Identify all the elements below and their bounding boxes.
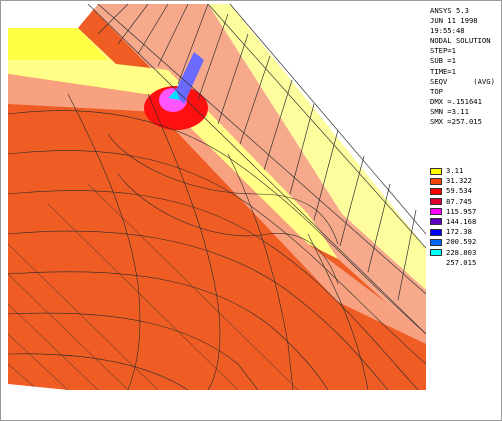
legend-item: 87.745: [430, 197, 500, 207]
contour-legend: 3.11 31.322 59.534 87.745 115.957 144.16…: [430, 166, 500, 268]
legend-item-max: 257.015: [430, 258, 500, 268]
stress-contour-svg: [8, 4, 426, 390]
legend-item: 172.38: [430, 227, 500, 237]
band-salmon-mid: [8, 74, 426, 344]
legend-value: 228.803: [446, 247, 477, 257]
legend-swatch: [430, 167, 442, 175]
time-label: 19:55:48: [430, 26, 465, 36]
legend-value: 144.168: [446, 216, 477, 226]
legend-swatch: [430, 187, 442, 195]
solution-type-label: NODAL SOLUTION: [430, 36, 491, 46]
legend-item: 3.11: [430, 166, 500, 176]
dmx-label: DMX =.151641: [430, 96, 482, 106]
contour-plot-area[interactable]: [8, 4, 426, 390]
legend-swatch: [430, 218, 442, 226]
legend-value: 115.957: [446, 206, 477, 216]
band-yellow-upper: [8, 28, 338, 259]
legend-item: 144.168: [430, 217, 500, 227]
legend-value: 31.322: [446, 176, 472, 186]
result-label: SEQV (AVG): [430, 76, 495, 86]
legend-item: 59.534: [430, 186, 500, 196]
legend-value: 3.11: [446, 166, 464, 175]
layer-label: TOP: [430, 86, 443, 96]
legend-item: 200.592: [430, 237, 500, 247]
mesh-interior-lines: [8, 93, 426, 390]
stress-hotspot-cyan: [168, 90, 180, 100]
step-label: STEP=1: [430, 46, 456, 56]
legend-swatch: [430, 228, 442, 236]
time-value-label: TIME=1: [430, 66, 456, 76]
legend-item: 228.803: [430, 248, 500, 258]
legend-item: 115.957: [430, 207, 500, 217]
legend-swatch: [430, 208, 442, 216]
band-yellow-corner: [8, 28, 108, 60]
corner-region: [8, 4, 98, 28]
program-label: ANSYS 5.3: [430, 6, 469, 15]
stress-hotspot-blue: [174, 52, 204, 104]
legend-swatch: [430, 198, 442, 206]
mesh-edge-lines: [87, 4, 426, 335]
legend-item: 31.322: [430, 176, 500, 186]
cut-region: [8, 384, 68, 390]
legend-swatch: [430, 177, 442, 185]
sub-label: SUB =1: [430, 56, 456, 66]
legend-value: 172.38: [446, 227, 472, 237]
smx-label: SMX =257.015: [430, 117, 482, 127]
date-label: JUN 11 1998: [430, 16, 478, 26]
legend-max-value: 257.015: [446, 257, 477, 267]
legend-value: 59.534: [446, 186, 472, 196]
legend-swatch: [430, 238, 442, 246]
legend-value: 200.592: [446, 237, 477, 247]
edge-band-yellow: [208, 4, 426, 290]
legend-value: 87.745: [446, 196, 472, 206]
smn-label: SMN =3.11: [430, 106, 469, 116]
legend-swatch: [430, 249, 442, 256]
mesh-diagonal-lines: [8, 183, 299, 390]
